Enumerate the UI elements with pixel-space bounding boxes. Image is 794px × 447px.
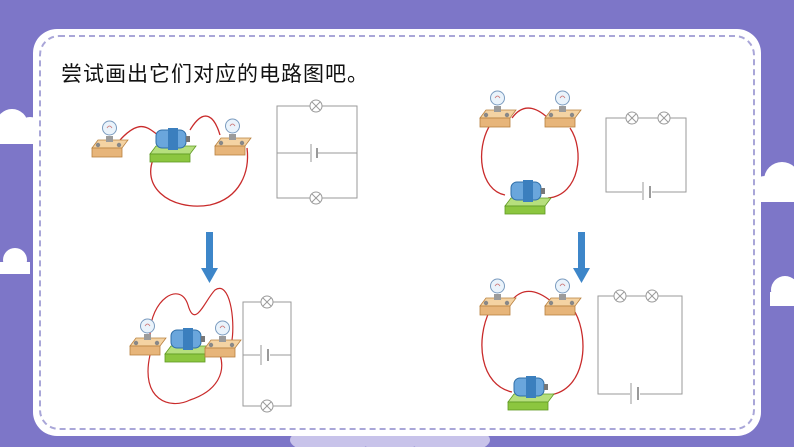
bulb-board-8 [544,278,582,316]
bulb-board-3 [129,318,167,356]
bulb-board-1 [91,120,129,158]
schematic-top-left [276,99,358,205]
circuit-top-right [479,90,582,215]
bulb-board-4 [204,320,242,358]
schematic-top-right [605,111,687,200]
battery-holder [149,127,197,163]
content-card [33,29,761,436]
circuit-bottom-right [479,278,584,411]
bulb-board-7 [479,278,517,316]
down-arrow-right [573,232,590,283]
battery-holder-2 [164,327,212,363]
schematic-bottom-left [242,295,292,413]
circuit-bottom-left [129,287,242,405]
down-arrow-left [201,232,218,283]
bulb-board-6 [544,90,582,128]
schematic-bottom-right [597,289,683,404]
card-dashed-border [39,35,755,430]
bulb-board-5 [479,90,517,128]
bulb-board-2 [214,118,252,156]
battery-holder-4 [507,375,555,411]
slide-title: 尝试画出它们对应的电路图吧。 [61,62,369,86]
battery-holder-3 [504,179,552,215]
series-circuit-top-left [91,115,252,207]
